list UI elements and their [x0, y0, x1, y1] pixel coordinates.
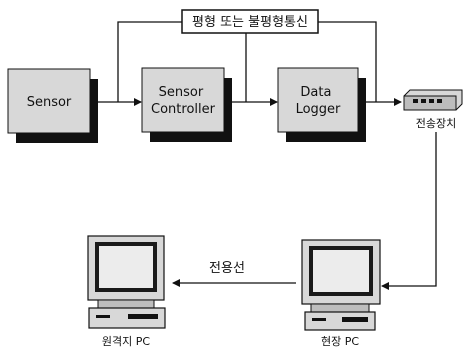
- transmitter-led-1: [413, 99, 418, 103]
- arrow-transmitter-to-site-pc: [382, 132, 436, 286]
- sensor-controller-label-line1: Sensor: [159, 85, 204, 100]
- remote-pc-icon: 원격지 PC: [88, 236, 165, 348]
- sensor-controller-node: Sensor Controller: [142, 68, 232, 142]
- remote-pc-label: 원격지 PC: [102, 335, 150, 348]
- transmitter-led-3: [429, 99, 434, 103]
- bus-label: 평형 또는 불평형통신: [192, 15, 308, 30]
- transmitter-device: 전송장치: [404, 90, 462, 130]
- data-logger-node: Data Logger: [278, 68, 366, 142]
- data-logger-label-line1: Data: [300, 85, 331, 100]
- sensor-node: Sensor: [8, 69, 98, 143]
- transmitter-label: 전송장치: [416, 117, 456, 130]
- site-pc-label: 현장 PC: [321, 335, 359, 348]
- sensor-controller-label-line2: Controller: [151, 102, 216, 117]
- data-logger-label-line2: Logger: [296, 102, 341, 117]
- transmitter-led-2: [421, 99, 426, 103]
- link-label: 전용선: [209, 261, 245, 276]
- sensor-label: Sensor: [27, 95, 72, 110]
- sensor-controller-box: [142, 68, 224, 132]
- site-pc-icon: 현장 PC: [302, 240, 380, 348]
- transmitter-led-4: [437, 99, 442, 103]
- data-logger-box: [278, 68, 358, 132]
